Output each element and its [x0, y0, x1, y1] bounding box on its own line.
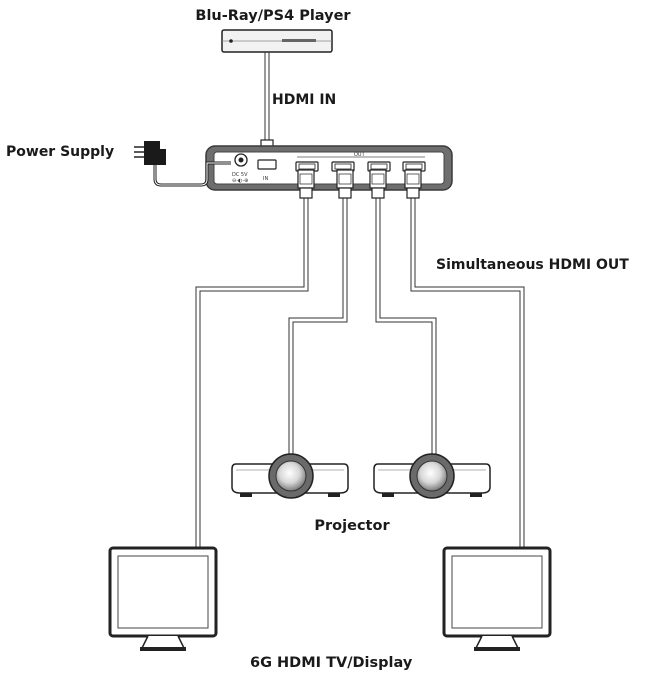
- hdmi-in-label: HDMI IN: [272, 92, 337, 108]
- power-supply-label: Power Supply: [6, 144, 115, 160]
- hdmi-in-port: [257, 159, 277, 170]
- tv-left-icon: [108, 546, 218, 651]
- hdmi-out-cables: [195, 190, 525, 548]
- svg-text:⊖-◐-⊕: ⊖-◐-⊕: [232, 178, 248, 184]
- out-label: OUT: [354, 152, 366, 158]
- bluray-player-icon: [221, 29, 333, 53]
- dc-label: DC 5V: [232, 172, 248, 178]
- projector-left-icon: [231, 453, 349, 499]
- hdmi-in-cable: [264, 52, 270, 140]
- simultaneous-hdmi-out-label: Simultaneous HDMI OUT: [436, 257, 629, 273]
- in-port-label: IN: [263, 176, 268, 182]
- display-label: 6G HDMI TV/Display: [250, 655, 413, 671]
- source-player-label: Blu-Ray/PS4 Player: [195, 8, 351, 24]
- power-adapter-icon: [134, 141, 231, 187]
- tv-right-icon: [442, 546, 552, 651]
- hdmi-out-connectors: [297, 169, 422, 199]
- projector-label: Projector: [314, 518, 390, 534]
- projector-right-icon: [373, 453, 491, 499]
